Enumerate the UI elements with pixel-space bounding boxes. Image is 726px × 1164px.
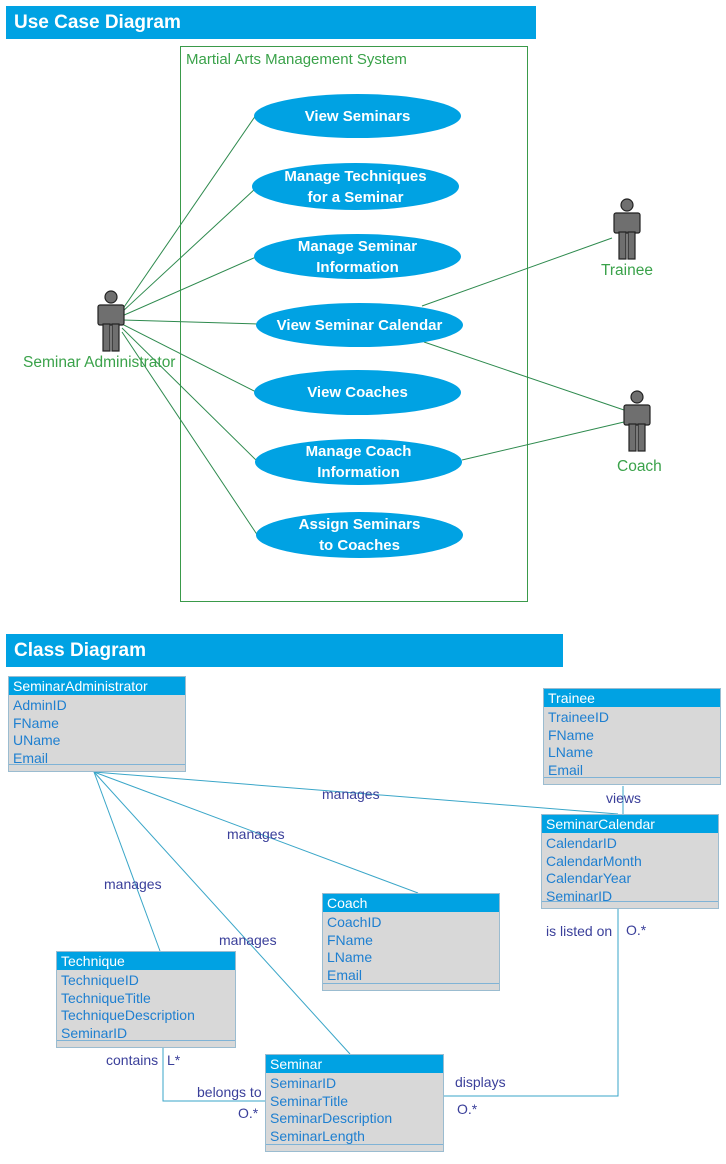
class-attribute: SeminarDescription: [270, 1110, 393, 1126]
class-name: Coach: [323, 894, 499, 912]
class-attribute: TraineeID: [548, 709, 609, 725]
class-name: Trainee: [544, 689, 720, 707]
class-name: Technique: [57, 952, 235, 970]
coach-actor-icon: [622, 389, 652, 453]
rel-label-calendar-seminar: is listed on: [546, 923, 613, 939]
class-attribute: Email: [13, 749, 49, 766]
rel-mult-technique: L*: [167, 1052, 181, 1068]
assoc-admin-manage-seminar-info: [121, 256, 257, 317]
class-divider: [9, 764, 185, 765]
class-attribute: SeminarID: [61, 1024, 128, 1041]
class-coach: Coach CoachID FName LName Email: [322, 893, 500, 991]
class-attribute: CalendarMonth: [546, 852, 642, 869]
rel-label-admin-technique: manages: [104, 876, 162, 892]
class-attribute: SeminarID: [546, 887, 613, 904]
rel-label-technique-contains: contains: [106, 1052, 159, 1068]
actor-label-coach: Coach: [617, 458, 662, 475]
rel-label-admin-coach: manages: [227, 826, 285, 842]
class-divider: [323, 983, 499, 984]
class-name: SeminarCalendar: [542, 815, 718, 833]
class-attribute: LName: [548, 744, 594, 760]
rel-label-admin-calendar: manages: [322, 786, 380, 802]
class-name: Seminar: [266, 1055, 443, 1073]
class-attribute: SeminarID: [270, 1075, 337, 1091]
class-attribute: Email: [327, 966, 363, 983]
rel-admin-coach: [93, 771, 419, 894]
class-attribute: TechniqueID: [61, 972, 139, 988]
class-trainee: Trainee TraineeID FName LName Email: [543, 688, 721, 785]
class-attribute: Email: [548, 761, 584, 778]
rel-mult-seminar-calendar: O.*: [457, 1101, 478, 1117]
class-seminar-administrator: SeminarAdministrator AdminID FName UName…: [8, 676, 186, 772]
class-divider: [542, 901, 718, 902]
rel-label-seminar-belongs: belongs to: [197, 1084, 262, 1100]
assoc-admin-view-coaches: [121, 323, 257, 393]
usecase-manage-techniques: Manage Techniques for a Seminar: [252, 163, 459, 210]
assoc-trainee-view-calendar: [421, 237, 613, 307]
class-seminar: Seminar SeminarID SeminarTitle SeminarDe…: [265, 1054, 444, 1152]
class-attribute: TechniqueDescription: [61, 1007, 195, 1023]
assoc-coach-view-calendar: [423, 341, 625, 411]
class-attribute: CalendarYear: [546, 870, 632, 886]
class-attribute: FName: [13, 714, 59, 731]
class-name: SeminarAdministrator: [9, 677, 185, 695]
class-attribute: SeminarLength: [270, 1127, 365, 1144]
class-attribute: SeminarTitle: [270, 1092, 349, 1109]
class-attribute: LName: [327, 949, 373, 965]
seminar-administrator-actor-icon: [96, 289, 126, 353]
class-seminar-calendar: SeminarCalendar CalendarID CalendarMonth…: [541, 814, 719, 909]
rel-label-seminar-calendar: displays: [455, 1074, 506, 1090]
class-attribute: UName: [13, 732, 61, 748]
assoc-admin-view-calendar: [121, 319, 259, 325]
class-attribute: FName: [548, 726, 594, 743]
class-attribute: FName: [327, 931, 373, 948]
class-attribute: AdminID: [13, 697, 67, 713]
actor-label-admin: Seminar Administrator: [23, 354, 176, 371]
rel-admin-technique: [93, 771, 161, 952]
class-attribute: TechniqueTitle: [61, 989, 151, 1006]
assoc-coach-manage-coach-info: [461, 421, 625, 461]
class-divider: [544, 777, 720, 778]
system-title: Martial Arts Management System: [186, 51, 407, 68]
usecase-manage-coach-info: Manage Coach Information: [255, 439, 462, 485]
rel-label-trainee-calendar: views: [606, 790, 642, 806]
class-attribute: CoachID: [327, 914, 382, 930]
usecase-view-seminar-calendar: View Seminar Calendar: [256, 303, 463, 347]
rel-label-admin-seminar: manages: [219, 932, 277, 948]
actor-label-trainee: Trainee: [601, 262, 653, 279]
system-boundary: [180, 46, 528, 602]
class-technique: Technique TechniqueID TechniqueTitle Tec…: [56, 951, 236, 1048]
class-diagram-banner: Class Diagram: [6, 634, 563, 667]
rel-mult-seminar-belongs: O.*: [238, 1105, 259, 1121]
usecase-assign-seminars: Assign Seminars to Coaches: [256, 512, 463, 558]
class-attribute: CalendarID: [546, 835, 617, 851]
class-divider: [57, 1040, 235, 1041]
rel-mult-calendar: O.*: [626, 922, 647, 938]
usecase-view-seminars: View Seminars: [254, 94, 461, 138]
rel-admin-calendar: [93, 771, 619, 815]
assoc-admin-manage-coach-info: [121, 327, 259, 463]
actor-figures: [97, 198, 651, 452]
usecase-view-coaches: View Coaches: [254, 370, 461, 415]
assoc-admin-assign-seminars: [121, 331, 259, 537]
class-divider: [266, 1144, 443, 1145]
usecase-manage-seminar-info: Manage Seminar Information: [254, 234, 461, 279]
trainee-actor-icon: [612, 197, 642, 261]
assoc-admin-manage-techniques: [121, 187, 257, 313]
rel-calendar-seminar: [444, 908, 619, 1097]
rel-admin-seminar: [93, 771, 351, 1055]
use-case-banner: Use Case Diagram: [6, 6, 536, 39]
assoc-admin-view-seminars: [121, 114, 257, 311]
rel-technique-seminar: [162, 1047, 266, 1102]
